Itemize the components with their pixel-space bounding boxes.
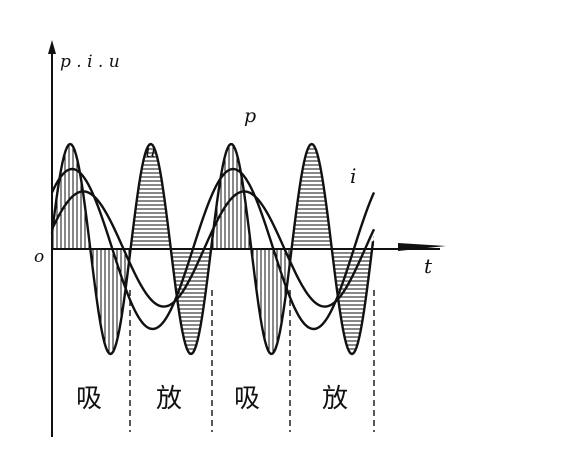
x-axis-arrow xyxy=(398,243,446,251)
region-label-absorb-1: 吸 xyxy=(76,384,102,414)
region-label-release-2: 放 xyxy=(322,384,348,414)
region-label-absorb-2: 吸 xyxy=(234,384,260,414)
origin-label: o xyxy=(34,247,44,267)
curve-i-label: i xyxy=(350,164,356,188)
voltage-curve xyxy=(50,167,376,331)
region-label-release-1: 放 xyxy=(156,384,182,414)
y-axis-arrow xyxy=(48,40,56,54)
y-axis-label: p . i . u xyxy=(60,52,120,72)
power-curve xyxy=(50,142,375,356)
curve-u-label: u xyxy=(145,142,156,162)
x-axis-label: t xyxy=(424,254,433,278)
curve-p-label: p xyxy=(244,105,256,127)
region-dividers xyxy=(129,290,375,432)
